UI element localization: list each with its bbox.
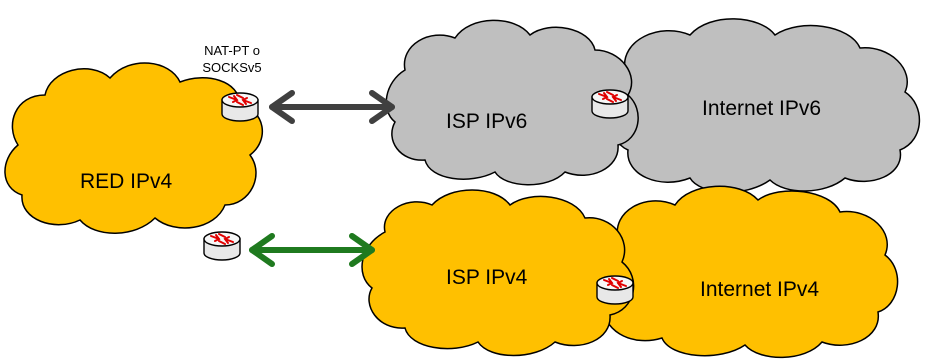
cloud-internet-ipv6 [609, 18, 921, 193]
cloud-label-isp-ipv6: ISP IPv6 [446, 110, 527, 133]
cloud-isp-ipv6 [385, 19, 639, 186]
cloud-label-internet-ipv4: Internet IPv4 [700, 278, 819, 301]
router-icon [221, 92, 259, 122]
router-icon [203, 231, 241, 261]
router-icon [596, 275, 634, 305]
translator-label-line1: NAT-PT o [204, 43, 260, 58]
cloud-label-internet-ipv6: Internet IPv6 [702, 97, 821, 120]
cloud-label-isp-ipv4: ISP IPv4 [446, 266, 528, 289]
cloud-internet-ipv4 [591, 185, 899, 359]
link-arrow-ipv4 [249, 233, 375, 267]
cloud-isp-ipv4 [361, 189, 635, 357]
link-arrow-ipv6 [269, 90, 395, 124]
cloud-red-ipv4 [4, 62, 264, 234]
translator-label-line2: SOCKSv5 [202, 60, 261, 75]
router-icon [591, 89, 629, 119]
cloud-label-red-ipv4: RED IPv4 [80, 170, 173, 193]
